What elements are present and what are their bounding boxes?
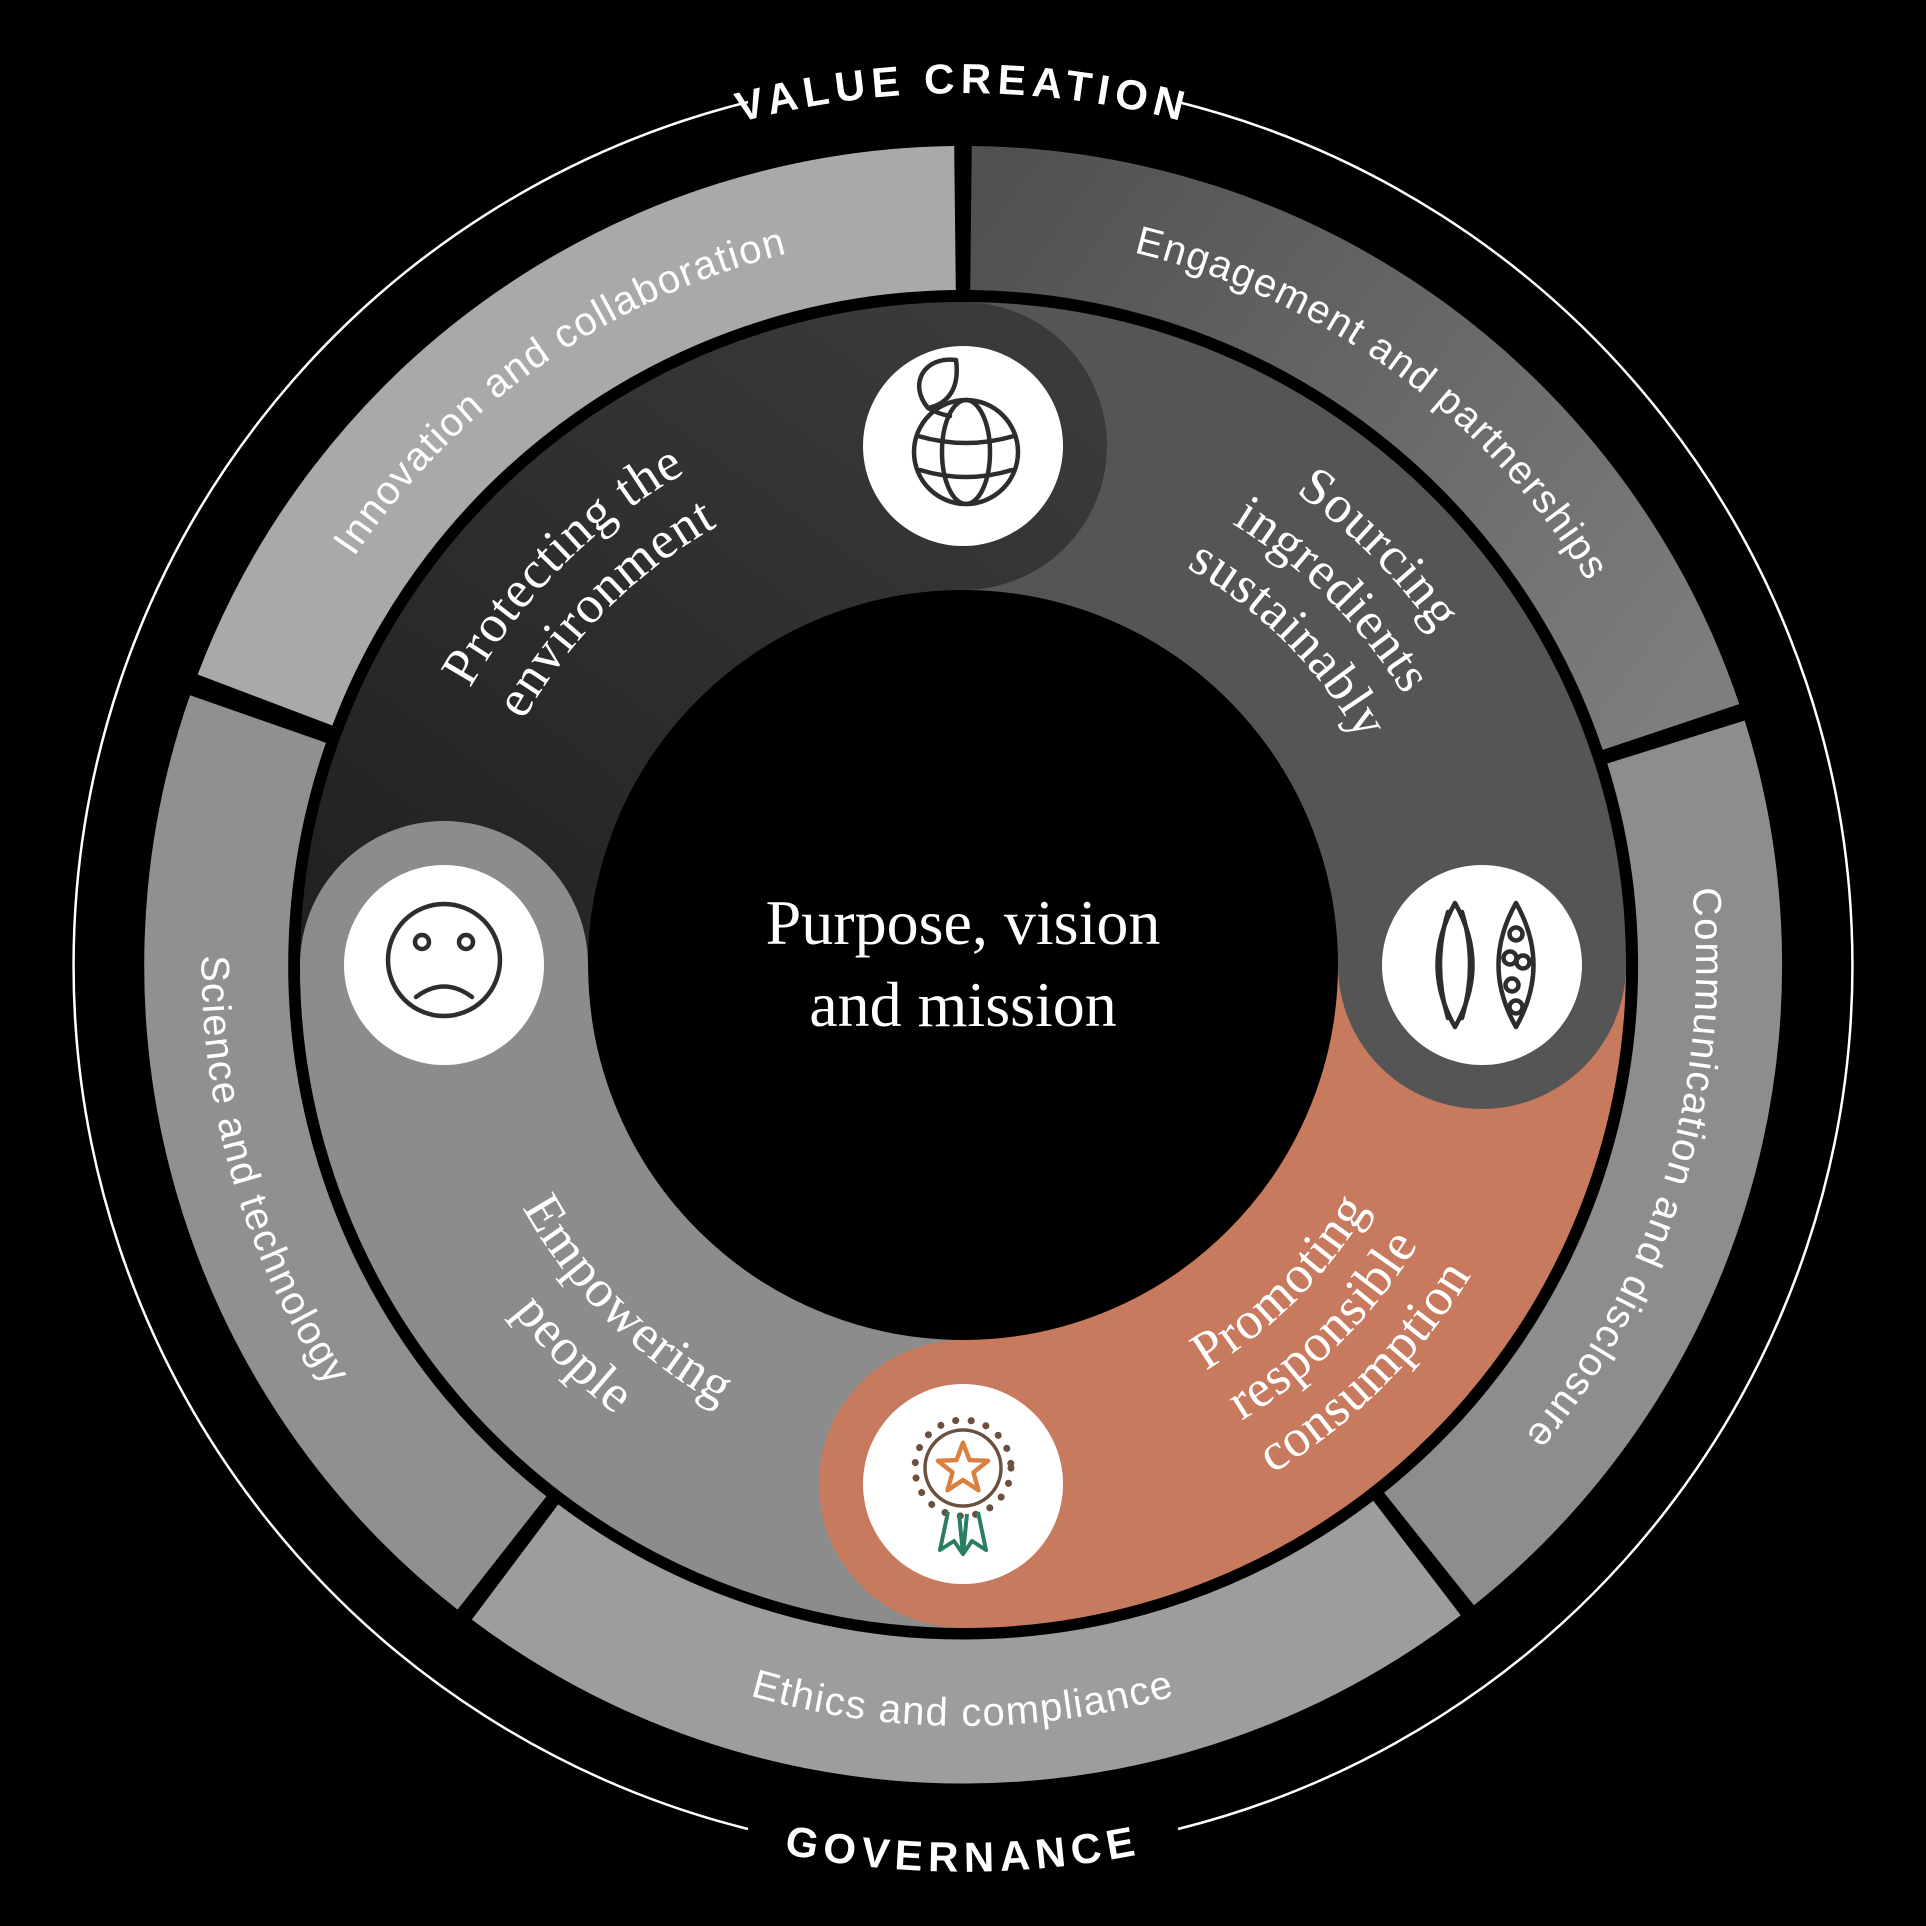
outer-label-value-creation: VALUE CREATION [731, 55, 1195, 131]
center-title-line1: Purpose, vision [766, 887, 1161, 958]
cocoa-pod-half [1496, 900, 1536, 1030]
face-mouth [413, 984, 475, 1000]
cocoa-pod-ridge-right [1459, 909, 1473, 1021]
globe-leaf-stem [925, 405, 953, 419]
segment-communication-disclosure [1383, 720, 1783, 1606]
center-title-line2: and mission [809, 969, 1117, 1040]
face-outline [385, 901, 503, 1019]
award-ribbon-right [961, 1511, 988, 1556]
face-icon [344, 865, 544, 1065]
cocoa-bean-3 [1514, 953, 1532, 971]
award-ribbon-icon [863, 1384, 1063, 1584]
award-rosette-dotted-ring [911, 1416, 1015, 1520]
award-icon-background [863, 1384, 1063, 1584]
segment-innovation-collaboration [197, 146, 957, 726]
award-ribbon-left [938, 1511, 965, 1556]
outer-boundary-circle [72, 100, 1854, 1831]
face-eye-right [456, 932, 476, 952]
face-icon-background [344, 865, 544, 1065]
cocoa-icon-background [1382, 865, 1582, 1065]
globe-meridian [939, 397, 993, 507]
globe-leaf [916, 357, 959, 411]
middle-ring [144, 146, 1783, 1784]
cocoa-bean-4 [1503, 976, 1521, 994]
segment-engagement-partnerships [970, 146, 1740, 751]
award-star [935, 1440, 991, 1493]
cocoa-bean-1 [1507, 925, 1525, 943]
cocoa-pod-icon [1382, 865, 1582, 1065]
outer-circle-right-arc [1177, 100, 1854, 1831]
cocoa-pod-ridge-left [1437, 909, 1451, 1021]
cocoa-bean-5 [1507, 998, 1525, 1016]
outer-circle-left-arc [72, 100, 749, 1831]
segment-ethics-compliance [471, 1500, 1461, 1784]
globe-latitude-south [917, 467, 1015, 480]
outer-label-governance: GOVERNANCE [782, 1817, 1144, 1881]
face-eye-left [412, 932, 432, 952]
segment-science-technology [144, 695, 547, 1610]
globe-leaf-icon [863, 346, 1063, 546]
globe-latitude-north [915, 433, 1017, 446]
award-inner-circle [923, 1428, 1003, 1508]
globe-icon-background [863, 346, 1063, 546]
